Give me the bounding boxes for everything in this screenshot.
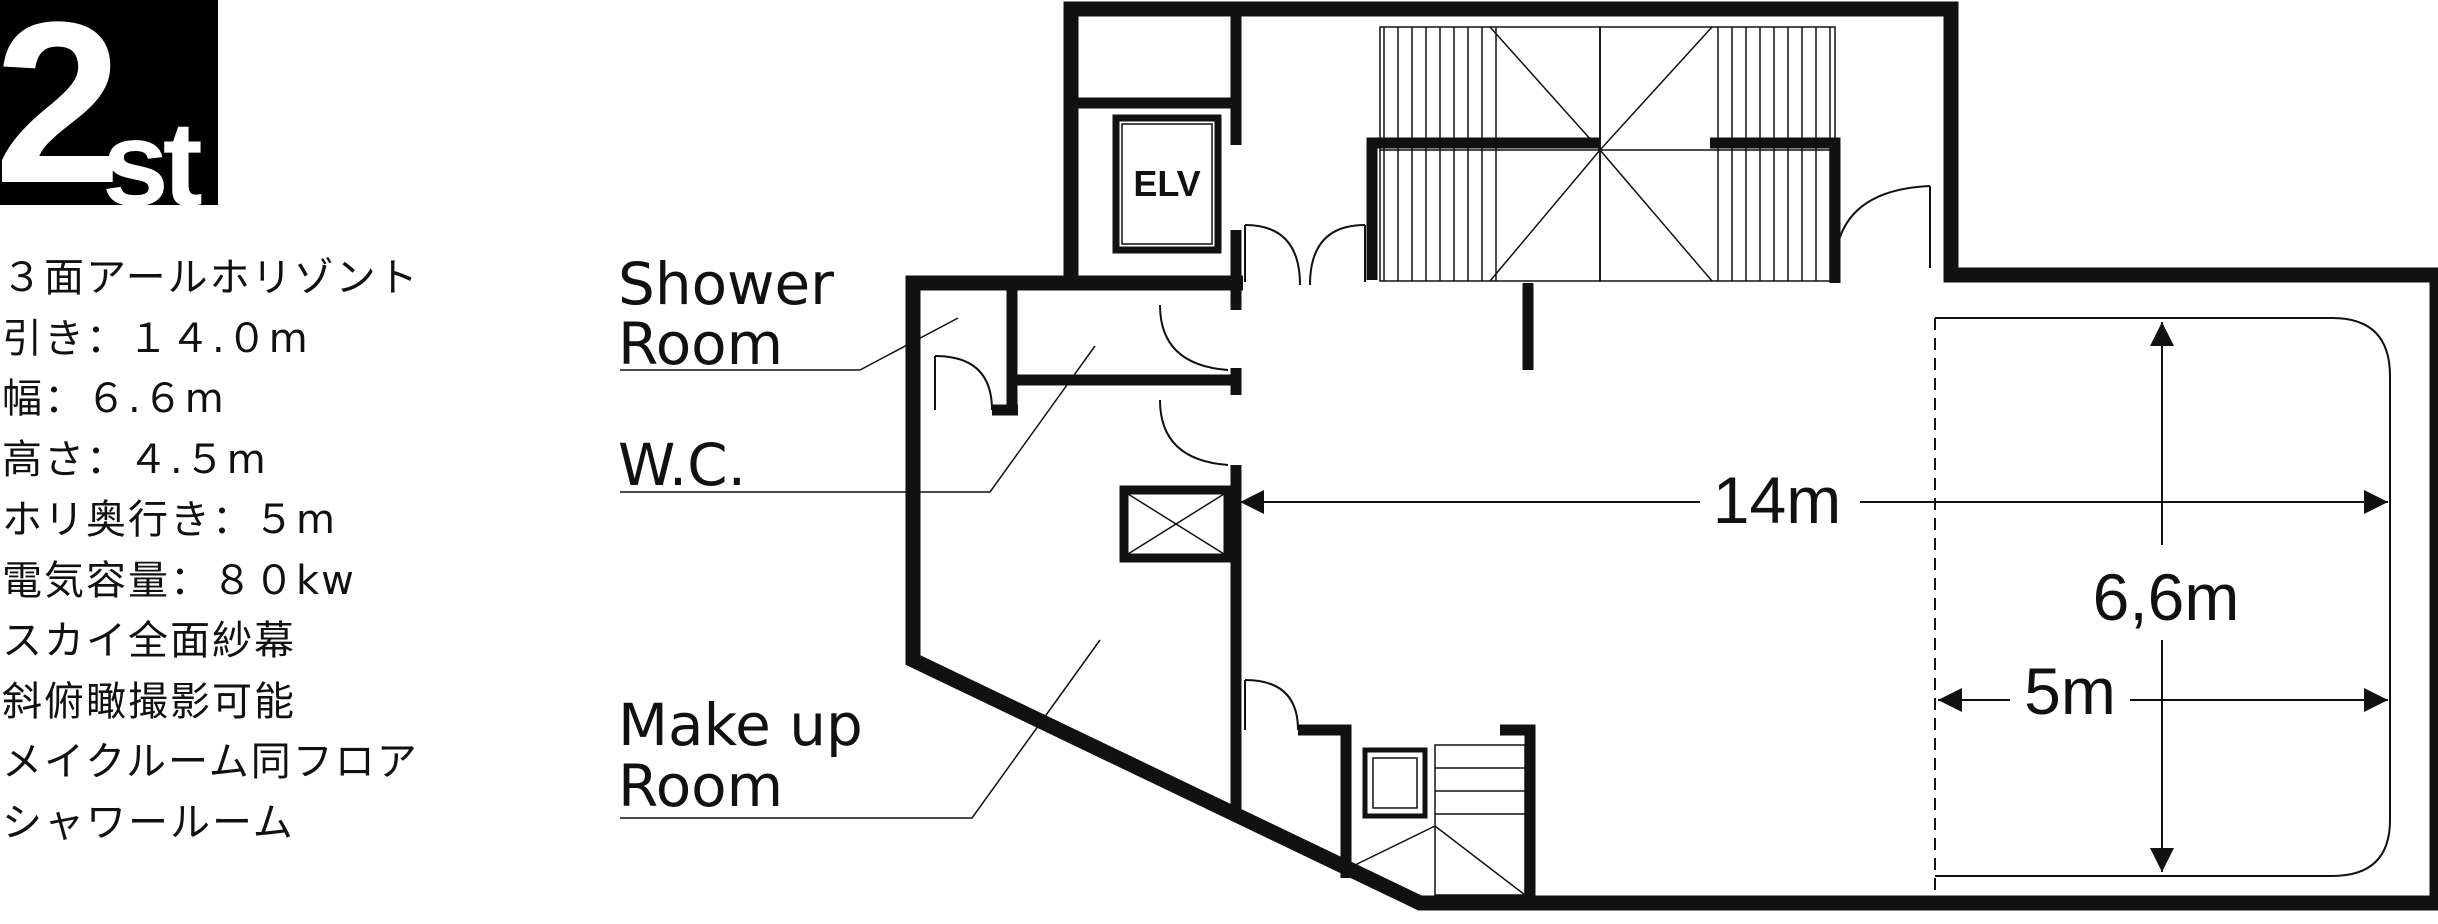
duct-shaft [1119, 485, 1233, 563]
length-dimension: 14m [1713, 463, 1841, 537]
outer-walls [905, 1, 2438, 911]
cyclorama [1934, 317, 2391, 903]
shower-room-label-2: Room [618, 310, 783, 378]
upper-staircase-right [1598, 26, 1836, 282]
makeup-room-label: Make up [618, 691, 863, 759]
makeup-room-label-2: Room [618, 752, 783, 820]
spec-item: 高さ：４.５m [2, 436, 268, 483]
spec-item: シャワールーム [2, 799, 295, 846]
floor-badge-background [0, 0, 218, 205]
spec-item: 斜俯瞰撮影可能 [2, 678, 296, 725]
dimension-lines [1240, 322, 2388, 872]
floor-number: 2 [0, 0, 122, 205]
lower-staircase [1354, 744, 1526, 896]
wc-label: W.C. [618, 431, 746, 499]
label-leaders [620, 317, 1101, 819]
spec-item: 電気容量：８０kw [2, 557, 356, 604]
spec-item: ホリ奥行き：５m [2, 497, 337, 543]
upper-staircase [1379, 26, 1601, 282]
width-dimension: 6,6m [2093, 560, 2240, 634]
spec-item: ３面アールホリゾント [2, 255, 420, 301]
door-swings [934, 185, 1931, 731]
elevator-label: ELV [1133, 163, 1200, 204]
floor-badge: 2 st [0, 0, 218, 205]
elevator: ELV [1112, 114, 1222, 254]
depth-dimension: 5m [2024, 654, 2116, 728]
shower-room-label: Shower [618, 250, 834, 318]
floor-suffix: st [102, 97, 202, 205]
spec-list: ３面アールホリゾント 引き：１４.０m 幅：６.６m 高さ：４.５m ホリ奥行き… [2, 248, 420, 853]
spec-item: 幅：６.６m [2, 376, 226, 422]
spec-item: スカイ全面紗幕 [2, 618, 296, 664]
spec-item: 引き：１４.０m [2, 315, 310, 362]
spec-item: メイクルーム同フロア [2, 739, 419, 785]
